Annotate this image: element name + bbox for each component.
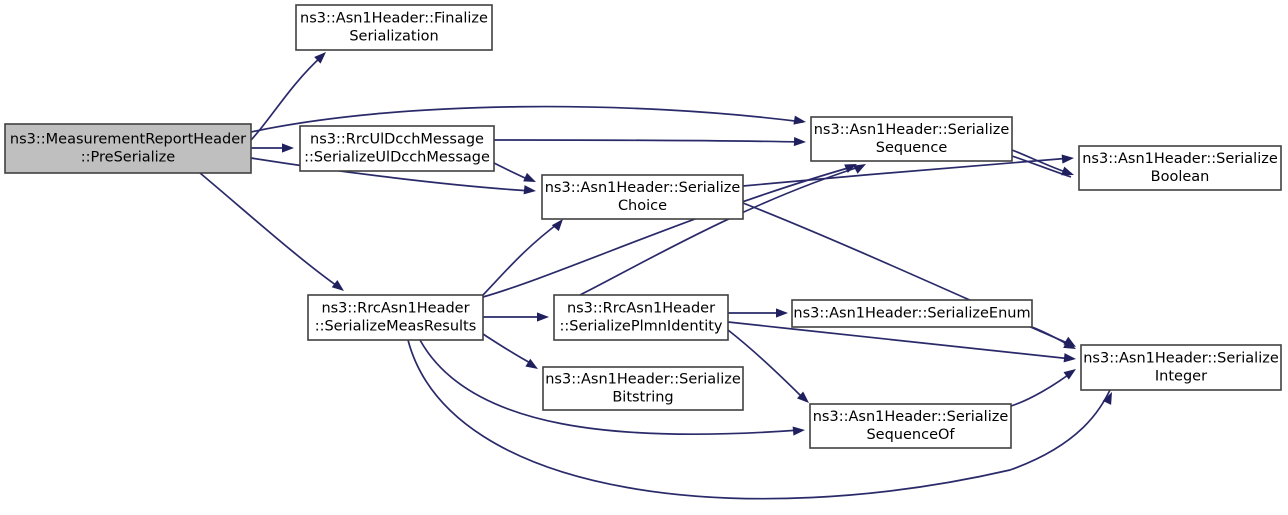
call-edge-serializeMeasResults-to-serializeInteger — [407, 339, 1111, 500]
node-box-serializeEnum[interactable] — [791, 299, 1033, 328]
node-label-serializeChoice-line0: ns3::Asn1Header::Serialize — [545, 180, 741, 196]
node-box-finalizeSerialization[interactable] — [295, 4, 493, 51]
arrowheads-layer — [282, 52, 1112, 436]
call-edge-serializeMeasResults-to-serializeSequence — [482, 165, 856, 298]
call-edge-preSerialize-to-serializeSequence — [250, 105, 804, 133]
node-box-serializeBoolean[interactable] — [1078, 145, 1282, 191]
arrowhead-serializeBitstring-top — [525, 358, 538, 369]
node-label-serializeBoolean-line1: Boolean — [1151, 169, 1210, 185]
node-box-preSerialize[interactable] — [4, 123, 252, 174]
node-label-serializeBitstring-line1: Bitstring — [612, 390, 673, 406]
node-serializeUlDcchMessage[interactable]: ns3::RrcUlDcchMessage::SerializeUlDcchMe… — [299, 125, 495, 172]
call-edge-serializeUlDcchMessage-to-serializeSequence — [493, 139, 804, 143]
call-edge-serializePlmnIdentity-to-serializeInteger — [727, 321, 1073, 360]
call-edge-serializeMeasResults-to-serializeSequenceOf — [419, 339, 801, 436]
arrowhead-finalizeSerialization — [314, 52, 326, 64]
node-box-serializeBitstring[interactable] — [542, 366, 744, 411]
node-box-serializeSequenceOf[interactable] — [809, 403, 1012, 449]
node-label-preSerialize-line0: ns3::MeasurementReportHeader — [10, 132, 246, 148]
call-edge-serializeChoice-to-serializeBoolean — [742, 157, 1072, 187]
call-edge-serializeSequenceOf-to-serializeInteger — [1010, 371, 1073, 407]
call-edge-serializePlmnIdentity-to-serializeSequence — [579, 165, 863, 296]
node-serializeMeasResults[interactable]: ns3::RrcAsn1Header::SerializeMeasResults — [307, 294, 484, 341]
arrowhead-serializeSequenceOf-top — [797, 391, 809, 403]
arrowhead-serializeSequence-from-uldcch — [793, 136, 806, 147]
node-label-serializeUlDcchMessage-line0: ns3::RrcUlDcchMessage — [310, 132, 484, 148]
call-edge-serializeMeasResults-to-serializeChoice — [482, 221, 561, 296]
node-label-serializeEnum-line0: ns3::Asn1Header::SerializeEnum — [793, 306, 1030, 322]
node-label-finalizeSerialization-line0: ns3::Asn1Header::Finalize — [300, 11, 488, 27]
node-box-serializeInteger[interactable] — [1080, 344, 1282, 391]
call-edge-serializeMeasResults-to-serializeBitstring — [482, 333, 535, 366]
arrowhead-serializeEnum — [776, 308, 788, 318]
arrowhead-serializeInteger-from-enum — [1063, 339, 1076, 349]
node-label-serializeUlDcchMessage-line1: ::SerializeUlDcchMessage — [304, 150, 490, 166]
arrowhead-serializeSequence-bottom-2 — [853, 164, 866, 174]
arrowhead-serializeInteger-from-seqof — [1063, 369, 1076, 380]
arrowhead-serializeInteger-from-plmn — [1063, 353, 1076, 363]
node-label-preSerialize-line1: ::PreSerialize — [81, 150, 175, 166]
node-label-serializePlmnIdentity-line0: ns3::RrcAsn1Header — [567, 301, 715, 317]
node-label-serializeSequence-line0: ns3::Asn1Header::Serialize — [814, 122, 1010, 138]
node-label-serializePlmnIdentity-line1: ::SerializePlmnIdentity — [559, 319, 722, 335]
node-box-serializeUlDcchMessage[interactable] — [299, 125, 495, 172]
node-label-serializeChoice-line1: Choice — [618, 198, 667, 214]
node-label-serializeSequenceOf-line1: SequenceOf — [866, 427, 955, 443]
node-label-serializeInteger-line1: Integer — [1155, 369, 1207, 385]
node-box-serializeMeasResults[interactable] — [307, 294, 484, 341]
node-label-finalizeSerialization-line1: Serialization — [349, 29, 438, 45]
arrowhead-serializeBoolean-from-sequence — [1061, 166, 1074, 176]
arrowhead-serializeChoice-from-root — [523, 185, 536, 195]
node-box-serializePlmnIdentity[interactable] — [553, 294, 729, 341]
call-edge-serializePlmnIdentity-to-serializeSequenceOf — [727, 329, 806, 401]
node-label-serializeBoolean-line0: ns3::Asn1Header::Serialize — [1082, 151, 1278, 167]
nodes-layer: ns3::MeasurementReportHeader::PreSeriali… — [4, 4, 1282, 449]
node-box-serializeSequence[interactable] — [810, 116, 1013, 162]
node-box-serializeChoice[interactable] — [541, 174, 744, 220]
call-edge-preSerialize-to-serializeChoice — [250, 157, 533, 192]
node-label-serializeSequenceOf-line0: ns3::Asn1Header::Serialize — [813, 409, 1009, 425]
call-edge-serializeSequence-to-serializeBooleanAlt — [1011, 155, 1072, 178]
arrowhead-serializeChoice-from-uldcch — [523, 172, 536, 182]
arrowhead-serializeMeasResults-top — [331, 279, 344, 291]
node-label-serializeBitstring-line0: ns3::Asn1Header::Serialize — [545, 372, 741, 388]
arrowhead-serializeChoice-bottom — [551, 219, 563, 232]
arrowhead-serializeSequence-from-root — [793, 115, 806, 125]
node-label-serializeInteger-line0: ns3::Asn1Header::Serialize — [1083, 351, 1279, 367]
call-edge-preSerialize-to-serializeMeasResults — [199, 172, 341, 289]
arrowhead-serializeUlDcchMessage — [282, 143, 294, 153]
arrowhead-serializeSequenceOf-left — [792, 426, 805, 436]
node-label-serializeSequence-line1: Sequence — [876, 140, 948, 156]
node-label-serializeMeasResults-line0: ns3::RrcAsn1Header — [321, 301, 469, 317]
node-preSerialize[interactable]: ns3::MeasurementReportHeader::PreSeriali… — [4, 123, 252, 174]
node-label-serializeMeasResults-line1: ::SerializeMeasResults — [315, 319, 477, 335]
node-serializeEnum[interactable]: ns3::Asn1Header::SerializeEnum — [791, 299, 1033, 328]
arrowhead-serializeBoolean-from-choice — [1061, 154, 1074, 164]
arrowhead-serializeInteger-bottom — [1102, 392, 1112, 405]
node-serializePlmnIdentity[interactable]: ns3::RrcAsn1Header::SerializePlmnIdentit… — [553, 294, 729, 341]
arrowhead-serializePlmnIdentity — [537, 312, 549, 322]
call-edge-preSerialize-to-finalizeSerialization — [250, 55, 323, 141]
